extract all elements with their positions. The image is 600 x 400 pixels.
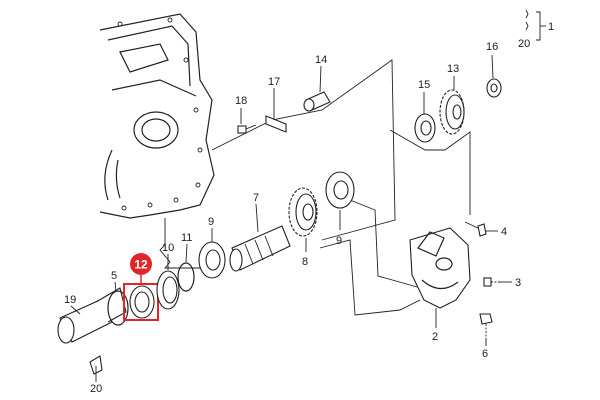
part-10-ring (156, 270, 180, 310)
callout-11: 11 (181, 232, 192, 244)
callout-10: 10 (162, 242, 174, 254)
callout-16: 16 (486, 41, 498, 53)
callout-15: 15 (418, 79, 430, 91)
callout-8: 8 (302, 256, 308, 268)
part-20-bolt (89, 355, 103, 378)
legend-bracket (525, 9, 546, 41)
part-2-housing (409, 227, 471, 309)
callout-7: 7 (253, 192, 259, 204)
part-12-bearing (129, 285, 155, 319)
callout-12: 12 (134, 258, 148, 272)
part-15-bearing (414, 113, 436, 143)
part-17-bracket (265, 108, 287, 133)
part-16-washer (486, 78, 502, 98)
callout-legend-20: 20 (518, 38, 530, 50)
part-4-pin (477, 223, 487, 237)
part-19-sleeve (57, 287, 127, 344)
part-9-bearing-left (198, 241, 226, 279)
callout-17: 17 (268, 76, 280, 88)
guide-lines (159, 59, 479, 316)
callout-13: 13 (447, 63, 459, 75)
part-5-snap-ring (107, 290, 129, 326)
callout-18: 18 (235, 95, 247, 107)
leader-lines (70, 54, 512, 382)
callout-12-badge (130, 253, 152, 275)
callout-2: 2 (432, 331, 438, 343)
part-13-gear (439, 89, 465, 135)
part-8-gear (288, 187, 318, 237)
part-9-bearing-right (325, 171, 355, 209)
part-18-bolt (237, 124, 257, 134)
callout-19: 19 (64, 294, 76, 306)
callout-9-right: 9 (336, 235, 342, 247)
callout-3: 3 (515, 277, 521, 289)
callout-14: 14 (315, 54, 327, 66)
transmission-housing (99, 13, 215, 219)
callout-20: 20 (90, 383, 102, 395)
part-11-ring (177, 262, 195, 292)
part-7-shaft (229, 225, 291, 272)
part-3-bolt (483, 277, 500, 287)
callout-9-left: 9 (208, 216, 214, 228)
part-6-bolt (479, 313, 493, 340)
part-14-pin (303, 91, 331, 112)
callout-1: 1 (548, 21, 554, 33)
callout-6: 6 (482, 348, 488, 360)
callout-4: 4 (501, 226, 507, 238)
callout-5: 5 (111, 270, 117, 282)
